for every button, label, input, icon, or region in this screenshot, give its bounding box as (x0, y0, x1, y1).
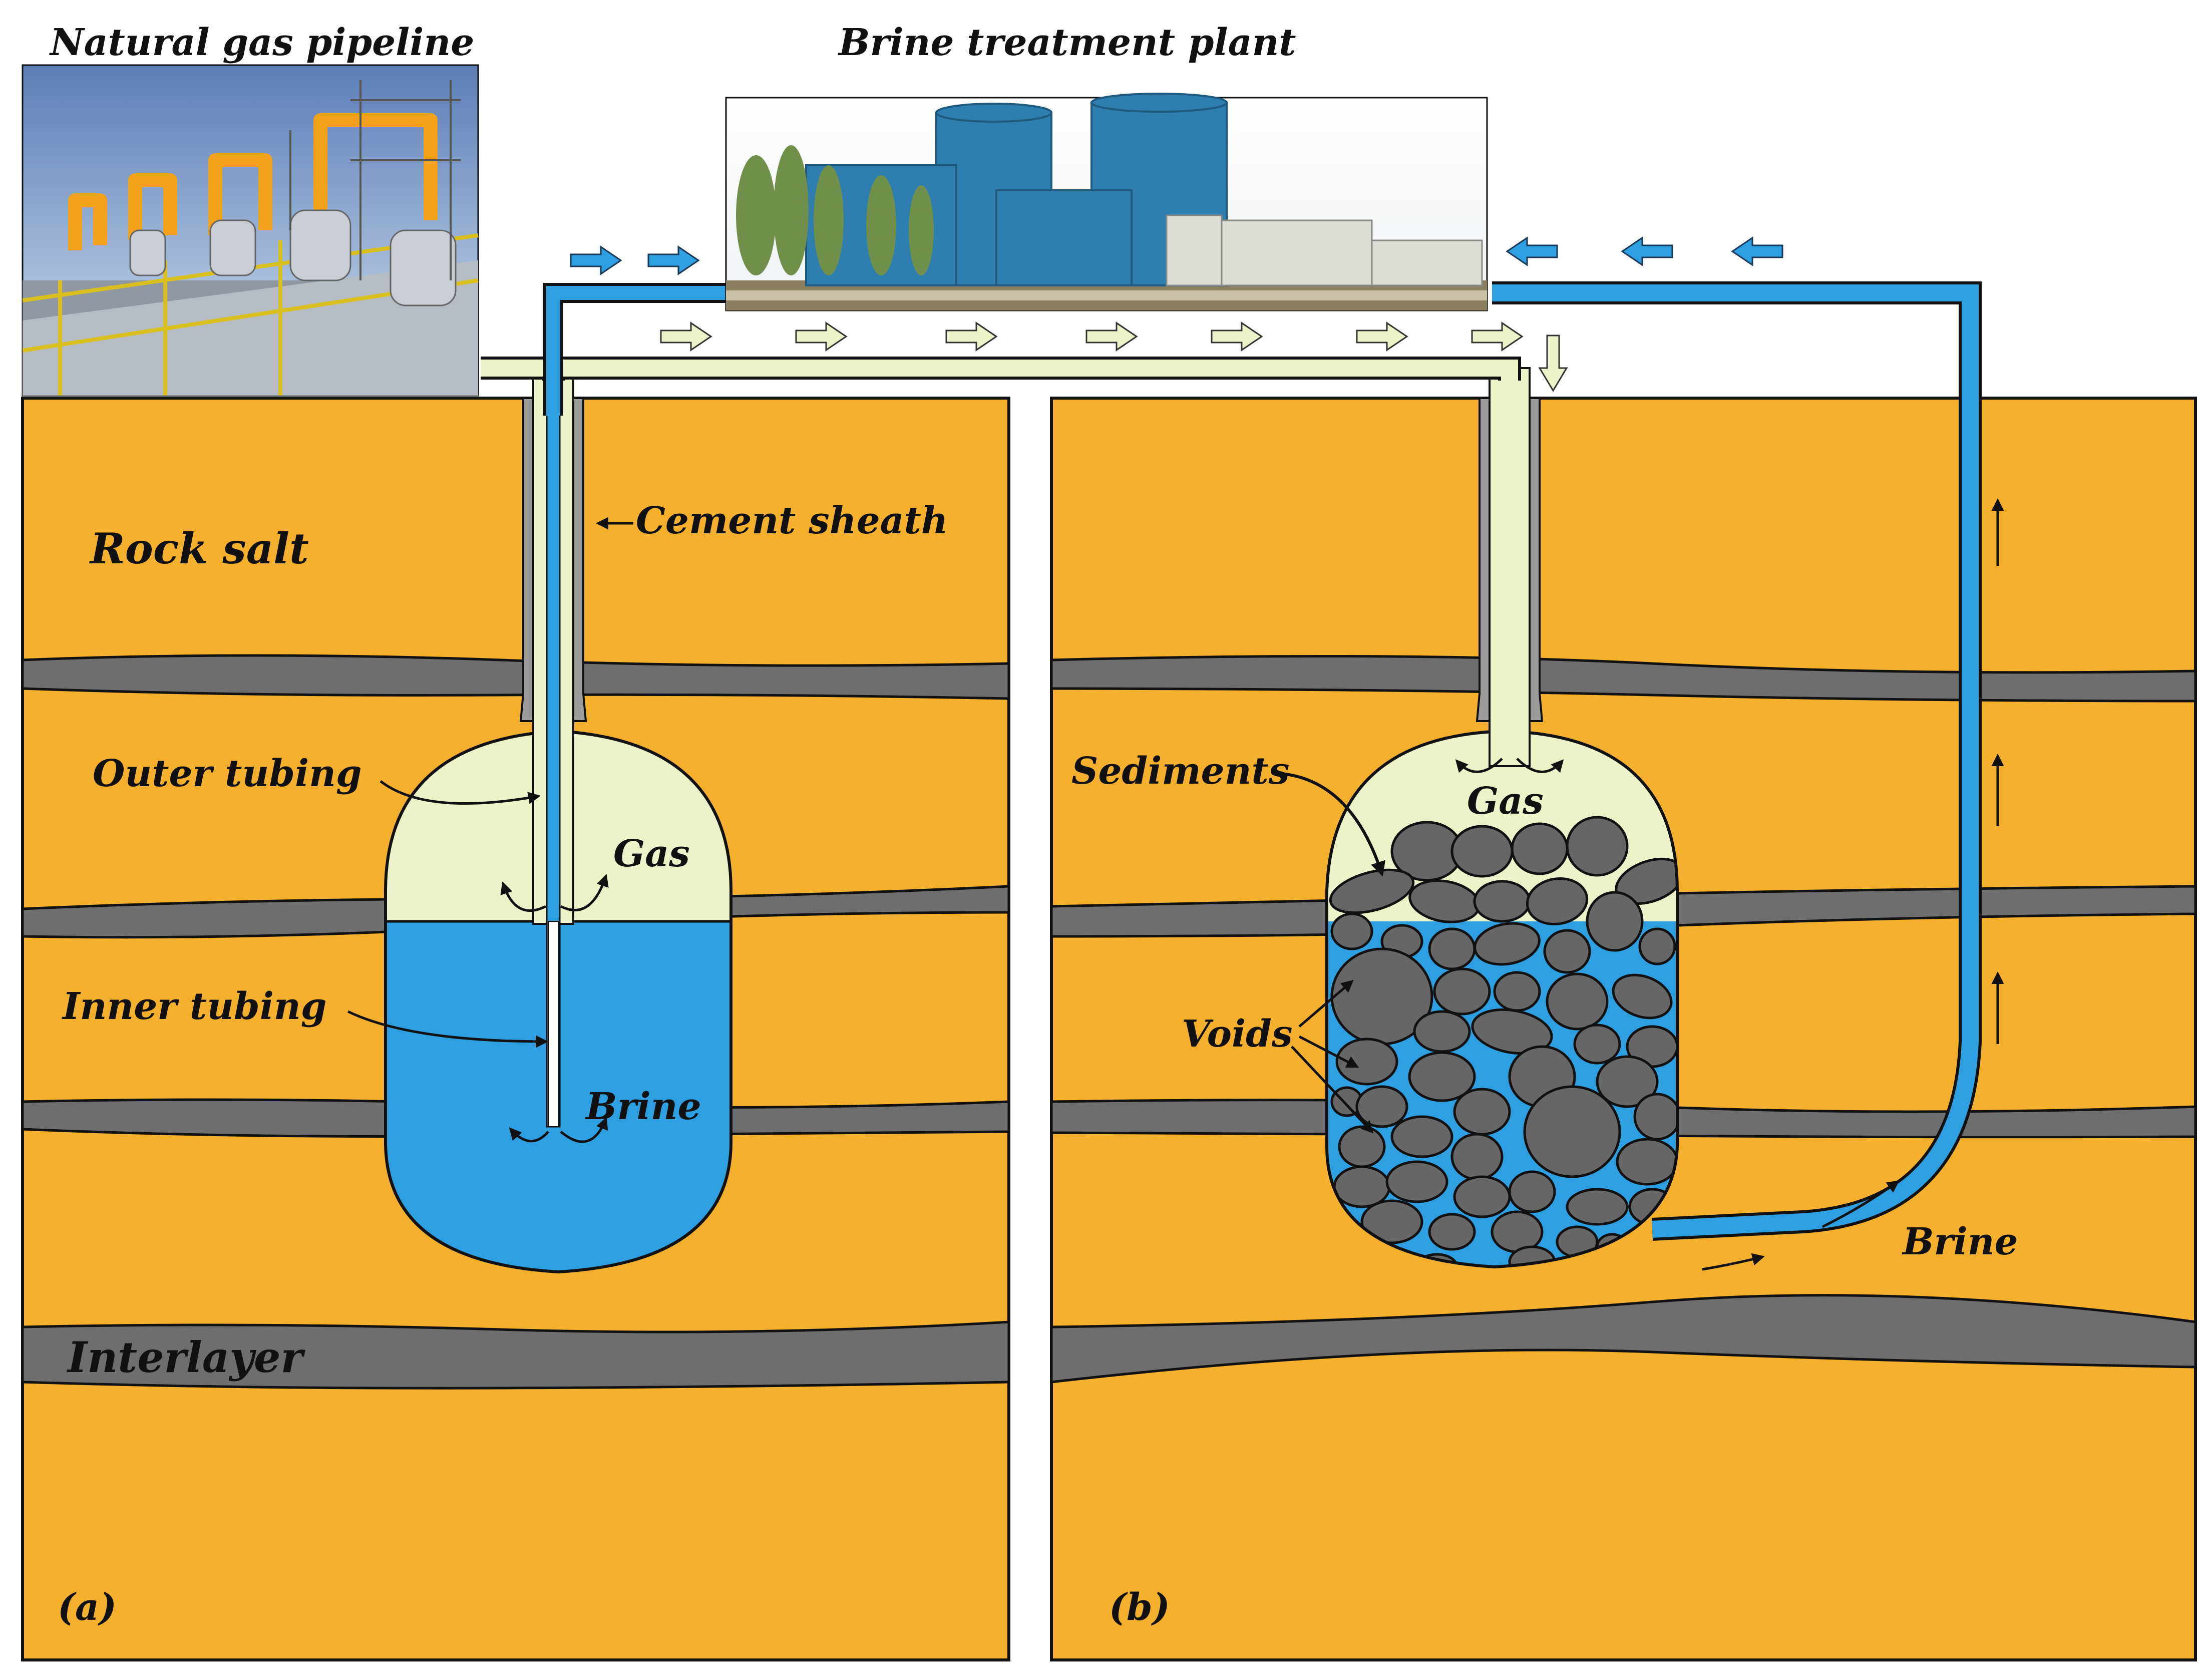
brine-flow-arrow-icon (1506, 236, 1558, 266)
interlayer-b-1 (1050, 654, 2197, 703)
label-brine-b: Brine (1902, 1220, 2018, 1263)
brine-inflow-arrow-icon (647, 245, 700, 275)
label-panel-b: (b) (1109, 1586, 1170, 1629)
label-brine-treatment-plant: Brine treatment plant (838, 21, 1296, 64)
label-gas-b: Gas (1467, 780, 1544, 823)
cavern-b (1325, 729, 1679, 1269)
label-panel-a: (a) (58, 1586, 117, 1629)
brine-flow-arrow-icon (1621, 236, 1673, 266)
plant-photo (725, 93, 1488, 311)
sediment-rocks (1329, 816, 1677, 1267)
interlayer-a-4 (21, 1320, 1010, 1390)
gas-flow-arrow-icon (1356, 321, 1408, 352)
label-outer-tubing: Outer tubing (93, 752, 362, 795)
label-sediments: Sediments (1071, 750, 1289, 793)
label-cement-sheath: Cement sheath (636, 499, 948, 542)
gas-flow-arrows (660, 321, 1568, 392)
brine-flow-arrow-icon (1731, 236, 1783, 266)
surface-piping (481, 283, 1521, 416)
panel-a: Rock salt Cement sheath Outer tubing Gas… (21, 284, 1010, 1661)
gas-flow-arrow-icon (945, 321, 998, 352)
label-voids: Voids (1182, 1013, 1293, 1056)
label-interlayer: Interlayer (67, 1332, 305, 1382)
gas-flow-arrow-icon (1471, 321, 1524, 352)
pipeline-photo (22, 64, 479, 397)
gas-flow-arrow-icon (1211, 321, 1263, 352)
label-inner-tubing: Inner tubing (62, 985, 326, 1028)
interlayer-a-1 (21, 654, 1010, 700)
panel-b: Sediments Gas Voids Brine (b) (1050, 281, 2197, 1661)
gas-flow-arrow-icon (1538, 334, 1568, 392)
gas-tubing-b (1489, 367, 1531, 767)
brine-flow-arrows (570, 236, 1783, 275)
gas-flow-arrow-icon (660, 321, 712, 352)
gas-flow-arrow-icon (795, 321, 848, 352)
gas-flow-arrow-icon (1085, 321, 1138, 352)
brine-inflow-arrow-icon (570, 245, 622, 275)
interlayer-b-4 (1050, 1294, 2197, 1384)
label-rock-salt: Rock salt (89, 524, 309, 573)
label-natural-gas-pipeline: Natural gas pipeline (49, 21, 474, 64)
label-gas-a: Gas (613, 832, 690, 875)
label-brine-a: Brine (585, 1085, 701, 1128)
